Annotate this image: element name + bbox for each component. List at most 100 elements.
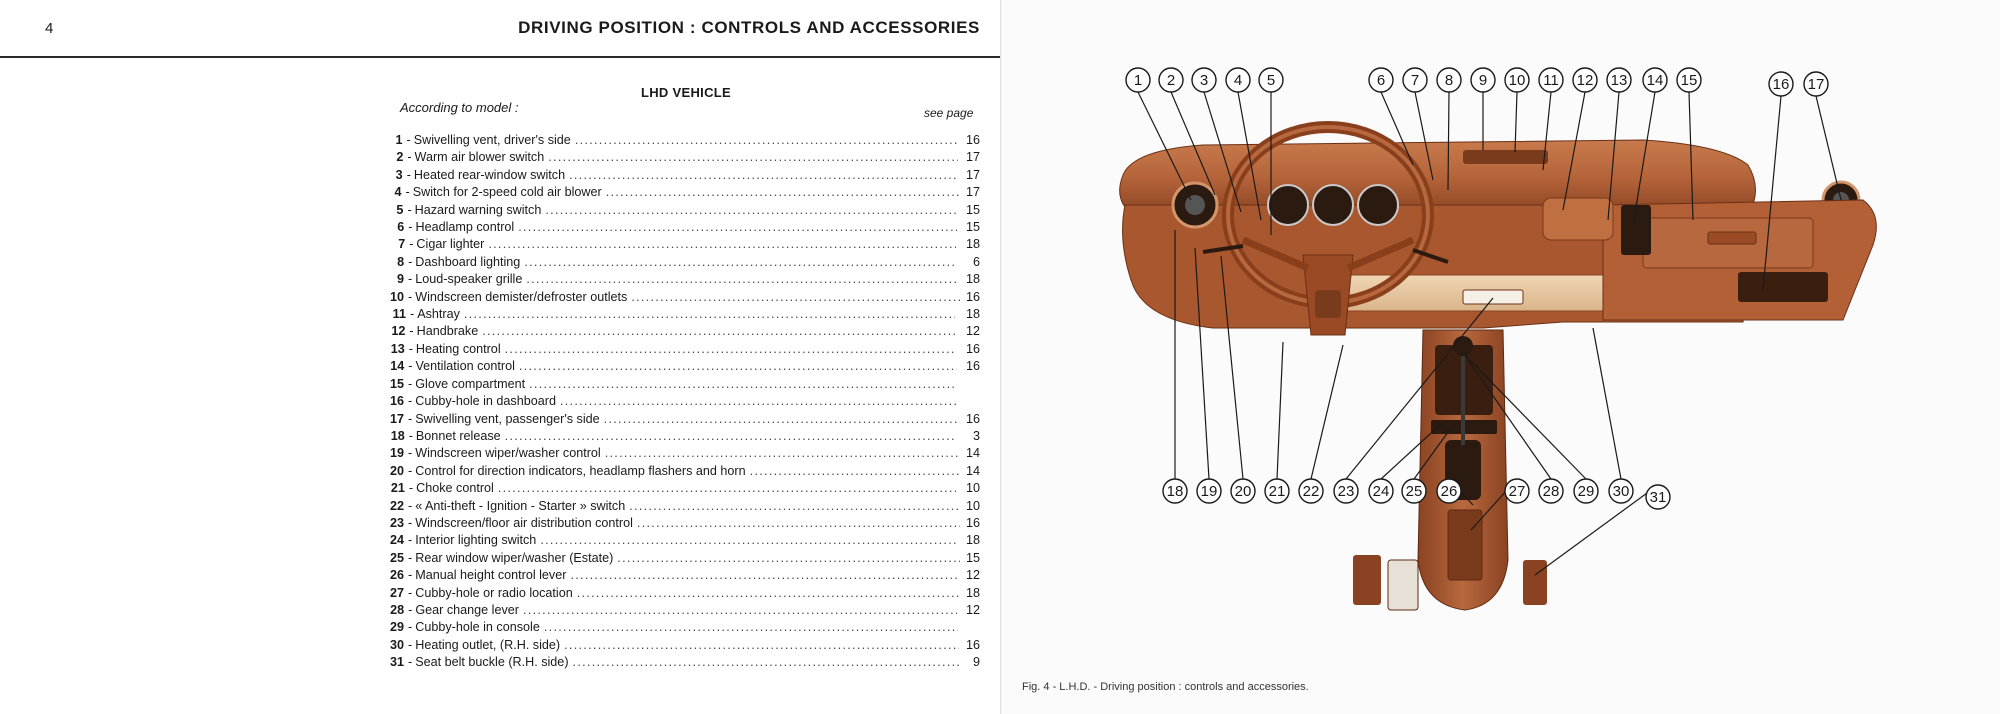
legend-item-label: Seat belt buckle (R.H. side) <box>415 655 569 670</box>
legend-item-number: 25 <box>390 550 405 565</box>
legend-item-page: 12 <box>965 568 980 583</box>
legend-item-label: Cubby-hole or radio location <box>415 585 573 600</box>
legend-item-label: Hazard warning switch <box>414 202 542 217</box>
callout-leader-line <box>1447 91 1450 191</box>
gauge-icon <box>1267 184 1309 226</box>
callout-number: 7 <box>1411 72 1419 89</box>
leader-dots: ........................................… <box>570 568 959 583</box>
seat-left <box>1353 555 1381 605</box>
callout-circle <box>1258 67 1284 93</box>
legend-item: 19-Windscreen wiper/washer control......… <box>390 445 980 462</box>
callout-number: 12 <box>1577 72 1594 89</box>
leader-dots: ........................................… <box>518 359 957 374</box>
callout-number: 17 <box>1808 76 1825 93</box>
callout-number: 22 <box>1303 483 1320 500</box>
legend-item-label: Swivelling vent, passenger's side <box>415 411 600 426</box>
legend-item: 16-Cubby-hole in dashboard..............… <box>390 393 980 410</box>
callout-circle <box>1676 67 1702 93</box>
legend-item-page: 12 <box>965 602 980 617</box>
legend-item-label: Handbrake <box>416 324 479 339</box>
leader-dots: ........................................… <box>482 324 956 339</box>
legend-item-label: Windscreen demister/defroster outlets <box>415 289 628 304</box>
leader-dots: ........................................… <box>629 498 960 513</box>
callout-leader-line <box>1688 91 1694 221</box>
indicator-stalk <box>1202 244 1244 254</box>
leader-dots: ........................................… <box>543 620 958 635</box>
legend-item-page: 16 <box>965 341 980 356</box>
legend-item-number: 26 <box>390 568 405 583</box>
legend-item-page: 14 <box>965 446 980 461</box>
legend-item-page: 16 <box>965 289 980 304</box>
legend-item: 18-Bonnet release.......................… <box>390 428 980 445</box>
leader-dots: ........................................… <box>574 133 959 147</box>
callout-circle <box>1225 67 1251 93</box>
legend-item-page: 18 <box>965 585 980 600</box>
legend-item-number: 1 <box>395 133 403 147</box>
legend-item-separator: - <box>408 568 413 583</box>
height-control-lever <box>1387 559 1419 611</box>
legend-item-label: Ashtray <box>417 307 460 322</box>
legend-item-page: 10 <box>965 481 980 496</box>
legend-item-separator: - <box>405 185 410 200</box>
legend-item-separator: - <box>409 307 415 322</box>
legend-item-number: 14 <box>390 359 405 374</box>
legend-item-number: 2 <box>396 150 404 165</box>
leader-dots: ........................................… <box>488 237 955 252</box>
legend-item-separator: - <box>408 220 413 235</box>
legend-item: 27-Cubby-hole or radio location.........… <box>390 585 980 602</box>
legend-item-page: 18 <box>965 272 980 287</box>
callout-leader-line <box>1534 484 1659 576</box>
steering-hub <box>1315 290 1341 318</box>
legend-item-separator: - <box>408 394 413 409</box>
legend-item-page: 15 <box>966 202 981 217</box>
callout-circle <box>1504 67 1530 93</box>
legend-item-separator: - <box>408 515 413 530</box>
legend-item-label: Bonnet release <box>415 428 501 443</box>
legend-item-number: 7 <box>398 237 406 252</box>
callout-number: 31 <box>1650 489 1667 506</box>
callout-leader-line <box>1220 255 1244 480</box>
legend-item-number: 24 <box>390 533 405 548</box>
callout-number: 27 <box>1509 483 1526 500</box>
callout-leader-line <box>1380 91 1414 166</box>
wiper-stalk <box>1412 248 1449 264</box>
legend-item-number: 21 <box>390 481 405 496</box>
page-number: 4 <box>45 20 54 37</box>
callout-number: 5 <box>1267 72 1275 89</box>
callout-leader-line <box>1310 344 1344 480</box>
legend-item: 11-Ashtray..............................… <box>390 306 980 323</box>
heating-controls <box>1621 205 1651 255</box>
model-subtitle: According to model : <box>400 100 519 115</box>
legend-item: 17-Swivelling vent, passenger's side....… <box>390 411 980 428</box>
callout-circle <box>1470 67 1496 93</box>
callout-circle <box>1298 478 1324 504</box>
legend-item-page: 18 <box>965 533 980 548</box>
callout-leader-line <box>1345 297 1494 480</box>
legend-item-number: 22 <box>390 498 405 513</box>
leader-dots: ........................................… <box>572 655 959 670</box>
callout-circle <box>1191 67 1217 93</box>
callout-circle <box>1436 478 1462 504</box>
air-distribution-control <box>1462 289 1524 305</box>
callout-leader-line <box>1542 91 1552 171</box>
callout-number: 18 <box>1167 483 1184 500</box>
legend-item-number: 10 <box>390 289 405 304</box>
header-rule <box>0 56 1000 58</box>
legend-item-separator: - <box>408 254 413 269</box>
legend-item: 28-Gear change lever....................… <box>390 602 980 619</box>
legend-item-page: 9 <box>972 655 980 670</box>
gear-knob <box>1453 336 1473 356</box>
callout-number: 10 <box>1509 72 1526 89</box>
leader-dots: ........................................… <box>522 602 957 617</box>
legend-item: 8-Dashboard lighting....................… <box>390 254 980 271</box>
legend-item: 3-Heated rear-window switch.............… <box>390 167 980 184</box>
legend-item: 24-Interior lighting switch.............… <box>390 532 980 549</box>
legend-item-separator: - <box>408 585 413 600</box>
callout-circle <box>1768 71 1794 97</box>
legend-item-label: « Anti-theft - Ignition - Starter » swit… <box>415 498 626 513</box>
callout-number: 13 <box>1611 72 1628 89</box>
callout-circle <box>1436 67 1462 93</box>
leader-dots: ........................................… <box>631 289 960 304</box>
dashboard-cubby-hole <box>1738 272 1828 302</box>
callout-leader-line <box>1632 91 1656 226</box>
